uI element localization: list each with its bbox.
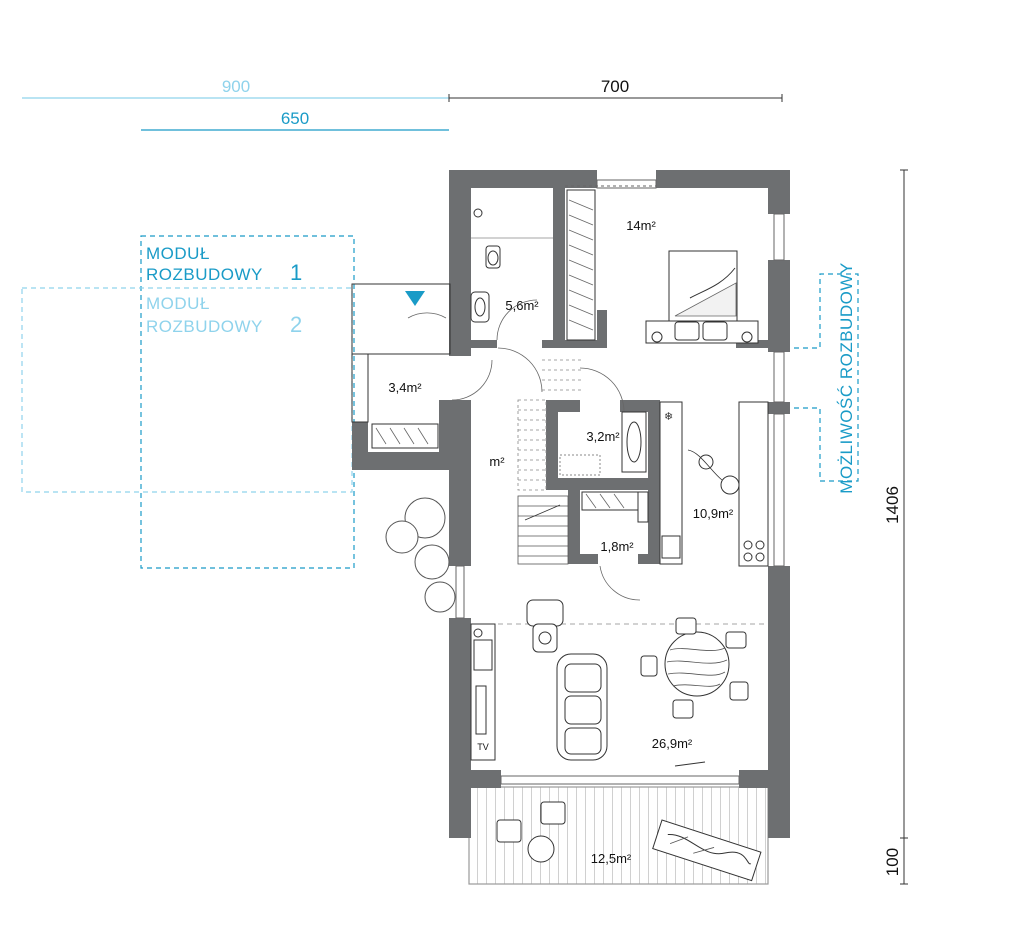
module-2-number: 2 <box>290 312 303 337</box>
bathroom-area: 5,6m² <box>505 298 539 313</box>
module-2-subtitle: ROZBUDOWY <box>146 317 263 336</box>
staircase <box>517 359 582 565</box>
walls <box>352 170 790 838</box>
bathroom: 5,6m² <box>470 208 553 341</box>
tv-label: TV <box>477 742 489 752</box>
dimension-right-height: 1406 100 <box>883 169 908 885</box>
dimension-top-right-label: 700 <box>601 77 629 96</box>
extension-possibility: MOŻLIWOŚĆ ROZBUDOWY <box>785 262 859 494</box>
living-room: 26,9m² TV <box>470 599 768 767</box>
dimension-second-label: 650 <box>281 109 309 128</box>
module-1-title: MODUŁ <box>146 244 210 263</box>
entrance-arrow-icon <box>405 291 425 306</box>
storage-area: 1,8m² <box>600 539 634 554</box>
vestibule-area: 3,4m² <box>388 380 422 395</box>
vestibule: 3,4m² <box>351 283 493 613</box>
hall: m² <box>489 347 625 565</box>
module-1-number: 1 <box>290 260 303 285</box>
dimension-right-height-label: 1406 <box>883 486 902 524</box>
dimension-second: 650 <box>141 109 449 131</box>
windows <box>455 179 785 785</box>
extension-module-2: MODUŁ ROZBUDOWY 2 <box>21 287 353 493</box>
hall-area: m² <box>489 454 505 469</box>
dimension-top-right: 700 <box>448 77 783 102</box>
laundry-area: 3,2m² <box>586 429 620 444</box>
fridge-icon: ❄ <box>664 410 673 423</box>
laundry: 3,2m² <box>559 411 647 476</box>
kitchen-area: 10,9m² <box>693 506 734 521</box>
terrace: 12,5m² <box>468 786 769 885</box>
module-2-title: MODUŁ <box>146 294 210 313</box>
storage: 1,8m² <box>581 491 641 601</box>
dimension-top-left: 900 <box>22 77 449 99</box>
terrace-area: 12,5m² <box>591 851 632 866</box>
extension-possibility-label: MOŻLIWOŚĆ ROZBUDOWY <box>837 262 856 493</box>
bedroom-area: 14m² <box>626 218 656 233</box>
bedroom: 14m² <box>566 189 759 344</box>
dimension-right-bottom-label: 100 <box>883 848 902 876</box>
dimension-top-left-label: 900 <box>222 77 250 96</box>
living-area: 26,9m² <box>652 736 693 751</box>
kitchen: 10,9m² ❄ <box>637 401 769 567</box>
module-1-subtitle: ROZBUDOWY <box>146 265 263 284</box>
extension-module-1: MODUŁ ROZBUDOWY 1 <box>140 235 355 569</box>
